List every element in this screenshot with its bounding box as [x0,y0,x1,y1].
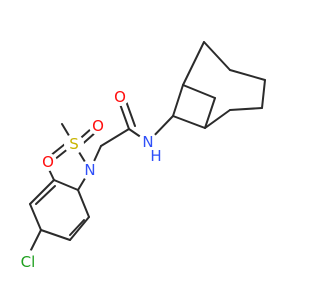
bond [100,128,130,147]
amide-nitrogen-atom: N [142,133,153,151]
bond [29,179,55,205]
aromatic-bond [35,185,56,205]
bond [53,179,79,191]
bond [69,216,90,241]
bond [172,84,184,117]
bond [229,69,266,81]
bond [77,189,90,218]
bond [40,229,71,241]
amide-hydrogen-atom: H [150,147,161,165]
bond [29,229,42,253]
bond [182,41,205,86]
bond [29,203,42,231]
bond [204,97,216,129]
chlorine-atom: Cl [21,253,36,271]
oxygen-atom: O [114,88,126,106]
sulfonamide-nitrogen-atom: N [84,161,95,179]
molecule-structure: O N H N S O O Cl [16,41,266,274]
bond [261,79,266,109]
atom-label-layer: O N H N S O O Cl [16,88,162,274]
aromatic-bond [69,219,85,236]
double-bond [125,100,136,127]
double-bond [119,103,130,130]
bond [182,84,216,99]
sulfonyl-oxygen-atom: O [92,117,104,135]
bond [172,115,206,129]
sulfur-atom: S [69,135,79,153]
bond [204,109,231,129]
bond [229,107,263,111]
bond [203,41,231,71]
sulfonyl-oxygen-atom: O [42,153,54,171]
